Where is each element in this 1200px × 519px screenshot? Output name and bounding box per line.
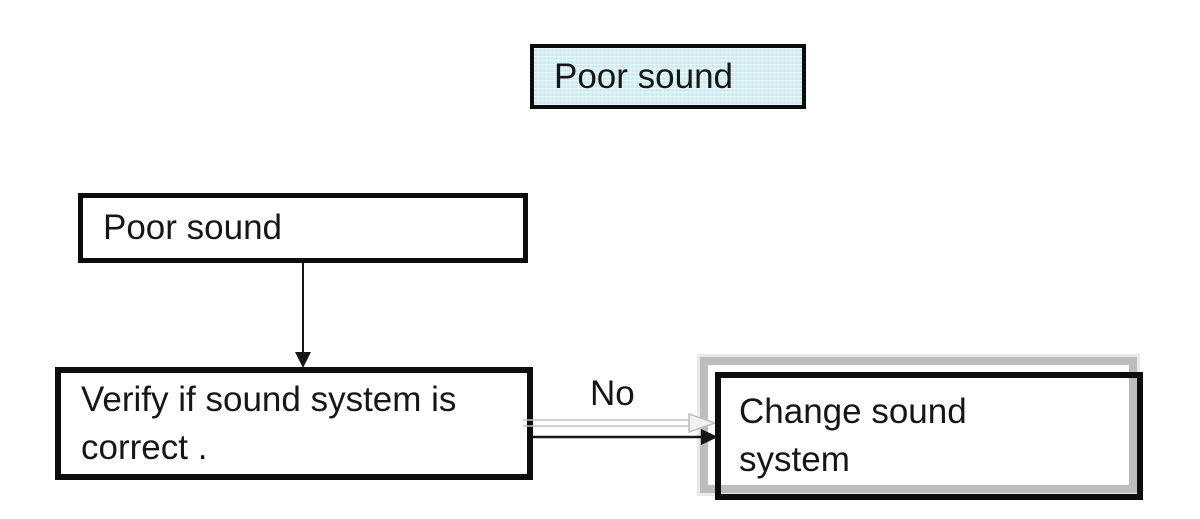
node-label-line2: system <box>739 440 850 479</box>
node-poor-sound: Poor sound <box>78 193 528 263</box>
arrow-right-icon <box>533 429 718 445</box>
node-label-line1: Verify if sound system is <box>81 379 457 419</box>
arrow-verify-to-change <box>523 412 718 445</box>
node-label-line2: correct . <box>81 427 208 467</box>
node-label: Poor sound <box>554 56 734 96</box>
arrow-poor-to-verify-line <box>302 263 304 353</box>
edge-label-no: No <box>590 374 635 413</box>
arrow-gray-shadow <box>523 412 718 434</box>
node-label-line1: Change sound <box>739 392 967 431</box>
arrow-down-icon <box>295 352 311 368</box>
node-label: Poor sound <box>103 208 283 247</box>
node-poor-sound-top: Poor sound <box>530 44 806 109</box>
node-verify-sound-system: Verify if sound system is correct . <box>55 367 533 480</box>
node-change-sound-system: Change sound system <box>715 372 1143 500</box>
